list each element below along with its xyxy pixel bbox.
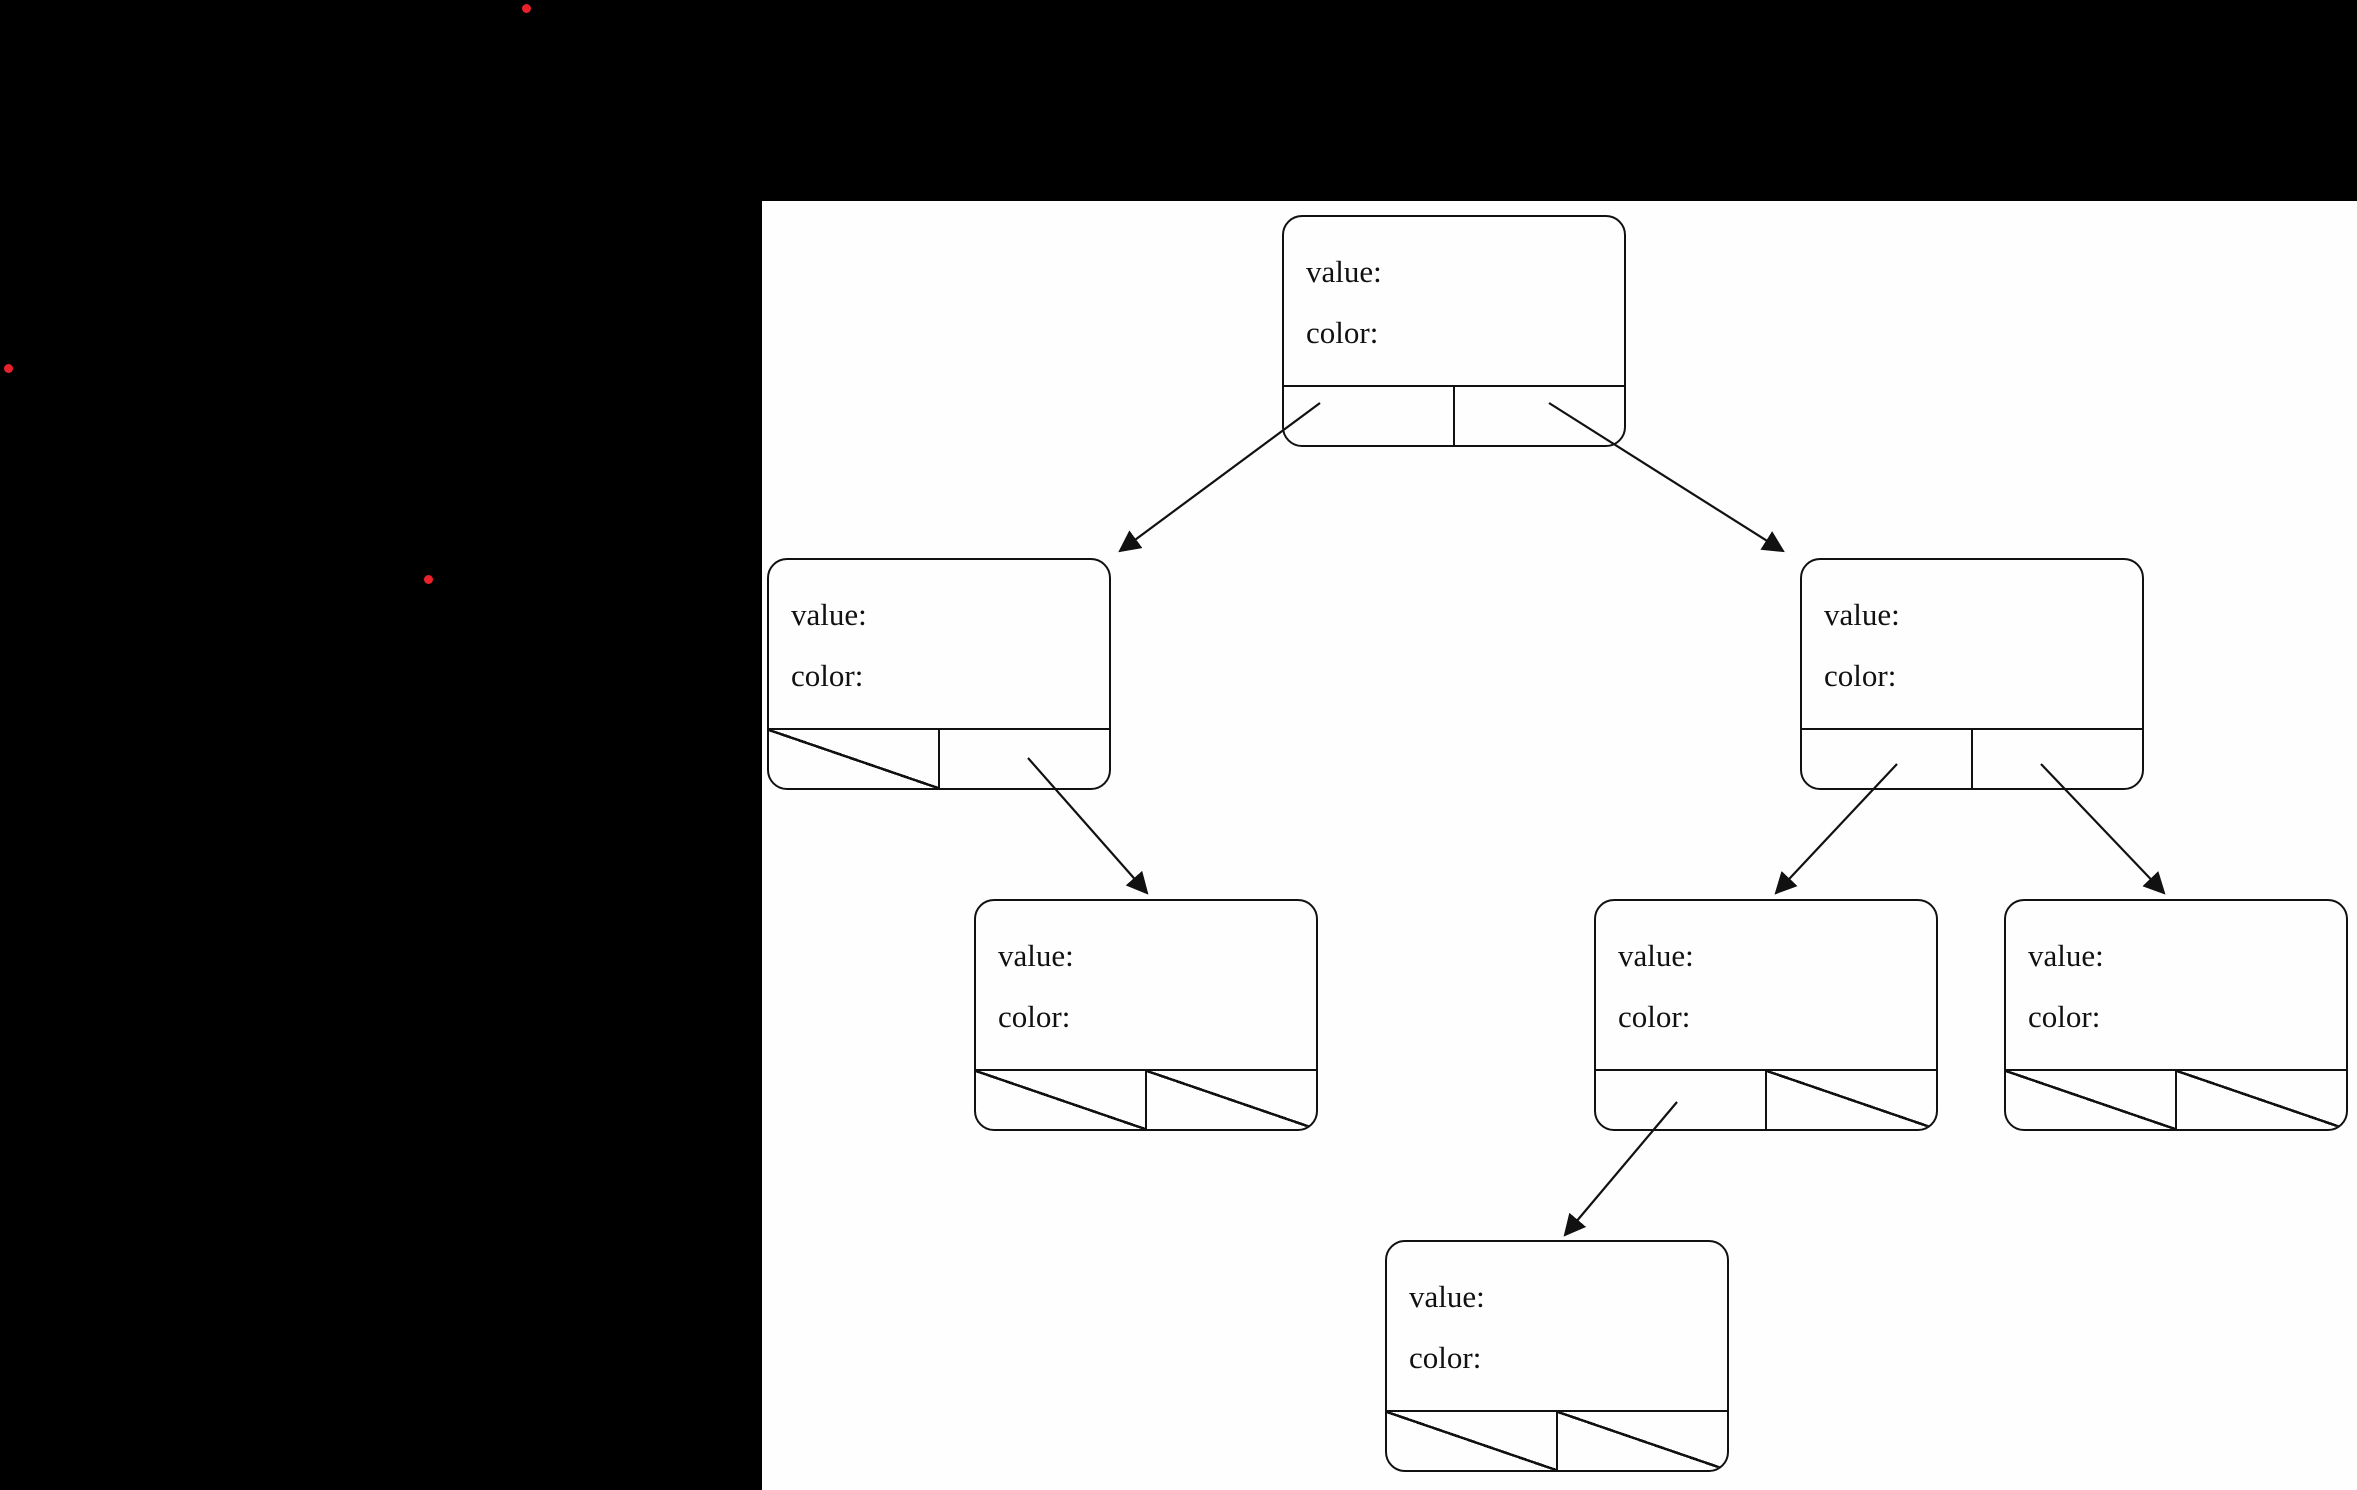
red-dot: [4, 364, 13, 373]
node-value-label: value:: [998, 938, 1074, 973]
right-pointer-cell: [1453, 387, 1624, 445]
node-pointer-row: [769, 728, 1109, 788]
node-value-label: value:: [2028, 938, 2104, 973]
node-fields: value: color:: [1802, 560, 2142, 728]
node-pointer-row: [2006, 1069, 2346, 1129]
tree-node-root: value: color:: [1282, 215, 1626, 447]
node-fields: value: color:: [1596, 901, 1936, 1069]
node-color-label: color:: [1306, 315, 1379, 350]
left-pointer-cell-null: [2006, 1071, 2175, 1129]
node-fields: value: color:: [769, 560, 1109, 728]
node-pointer-row: [1284, 385, 1624, 445]
node-fields: value: color:: [1284, 217, 1624, 385]
left-pointer-cell-null: [976, 1071, 1145, 1129]
node-color-label: color:: [791, 658, 864, 693]
tree-node-right-child: value: color:: [1800, 558, 2144, 790]
left-pointer-cell: [1284, 387, 1453, 445]
node-value-label: value:: [791, 597, 867, 632]
node-pointer-row: [976, 1069, 1316, 1129]
node-pointer-row: [1596, 1069, 1936, 1129]
node-fields: value: color:: [2006, 901, 2346, 1069]
right-pointer-cell-null: [1556, 1412, 1727, 1470]
node-value-label: value:: [1306, 254, 1382, 289]
left-pointer-cell-null: [769, 730, 938, 788]
tree-node-right-right-grandchild: value: color:: [2004, 899, 2348, 1131]
left-pointer-cell: [1596, 1071, 1765, 1129]
node-value-label: value:: [1824, 597, 1900, 632]
right-pointer-cell: [938, 730, 1109, 788]
node-color-label: color:: [2028, 999, 2101, 1034]
left-pointer-cell-null: [1387, 1412, 1556, 1470]
node-color-label: color:: [998, 999, 1071, 1034]
node-value-label: value:: [1409, 1279, 1485, 1314]
node-value-label: value:: [1618, 938, 1694, 973]
tree-node-left-right-grandchild: value: color:: [974, 899, 1318, 1131]
node-color-label: color:: [1618, 999, 1691, 1034]
node-fields: value: color:: [976, 901, 1316, 1069]
tree-node-right-left-grandchild: value: color:: [1594, 899, 1938, 1131]
node-color-label: color:: [1409, 1340, 1482, 1375]
tree-node-right-left-left-greatgrandchild: value: color:: [1385, 1240, 1729, 1472]
right-pointer-cell-null: [2175, 1071, 2346, 1129]
red-dot: [424, 575, 433, 584]
node-color-label: color:: [1824, 658, 1897, 693]
node-pointer-row: [1802, 728, 2142, 788]
right-pointer-cell-null: [1145, 1071, 1316, 1129]
node-pointer-row: [1387, 1410, 1727, 1470]
tree-node-left-child: value: color:: [767, 558, 1111, 790]
red-dot: [522, 4, 531, 13]
right-pointer-cell: [1971, 730, 2142, 788]
node-fields: value: color:: [1387, 1242, 1727, 1410]
right-pointer-cell-null: [1765, 1071, 1936, 1129]
left-pointer-cell: [1802, 730, 1971, 788]
